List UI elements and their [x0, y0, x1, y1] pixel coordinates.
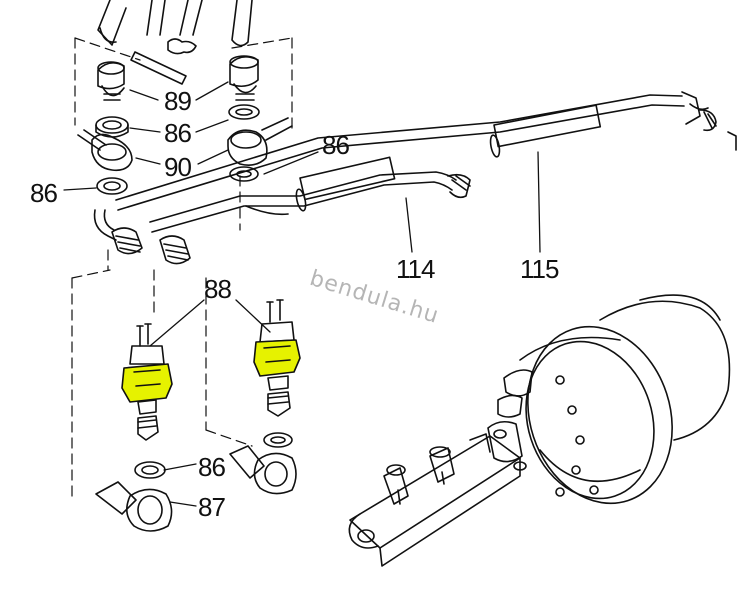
pipe-fittings — [111, 227, 191, 265]
callout-114: 114 — [396, 254, 435, 284]
lower-fittings — [95, 432, 297, 532]
callout-86-lower: 86 — [198, 452, 226, 482]
callout-115: 115 — [520, 254, 559, 284]
master-cylinder-assembly — [348, 294, 731, 567]
leader-lines — [63, 81, 541, 507]
callout-90: 90 — [164, 152, 192, 182]
brake-pipes — [93, 91, 737, 241]
callout-86-left: 86 — [30, 178, 58, 208]
callout-86-right: 86 — [322, 130, 350, 160]
pressure-switch-left — [121, 323, 173, 441]
assembly-guides-upper — [74, 37, 293, 129]
right-fitting-stack — [227, 55, 293, 182]
assembly-guides-lower — [71, 175, 253, 501]
top-hoses — [97, 0, 253, 85]
pressure-switch-right — [253, 299, 301, 417]
callout-88: 88 — [204, 274, 232, 304]
callout-87: 87 — [198, 492, 226, 522]
callout-86-upper: 86 — [164, 118, 192, 148]
callout-89: 89 — [164, 86, 192, 116]
left-fitting-stack — [77, 61, 133, 195]
